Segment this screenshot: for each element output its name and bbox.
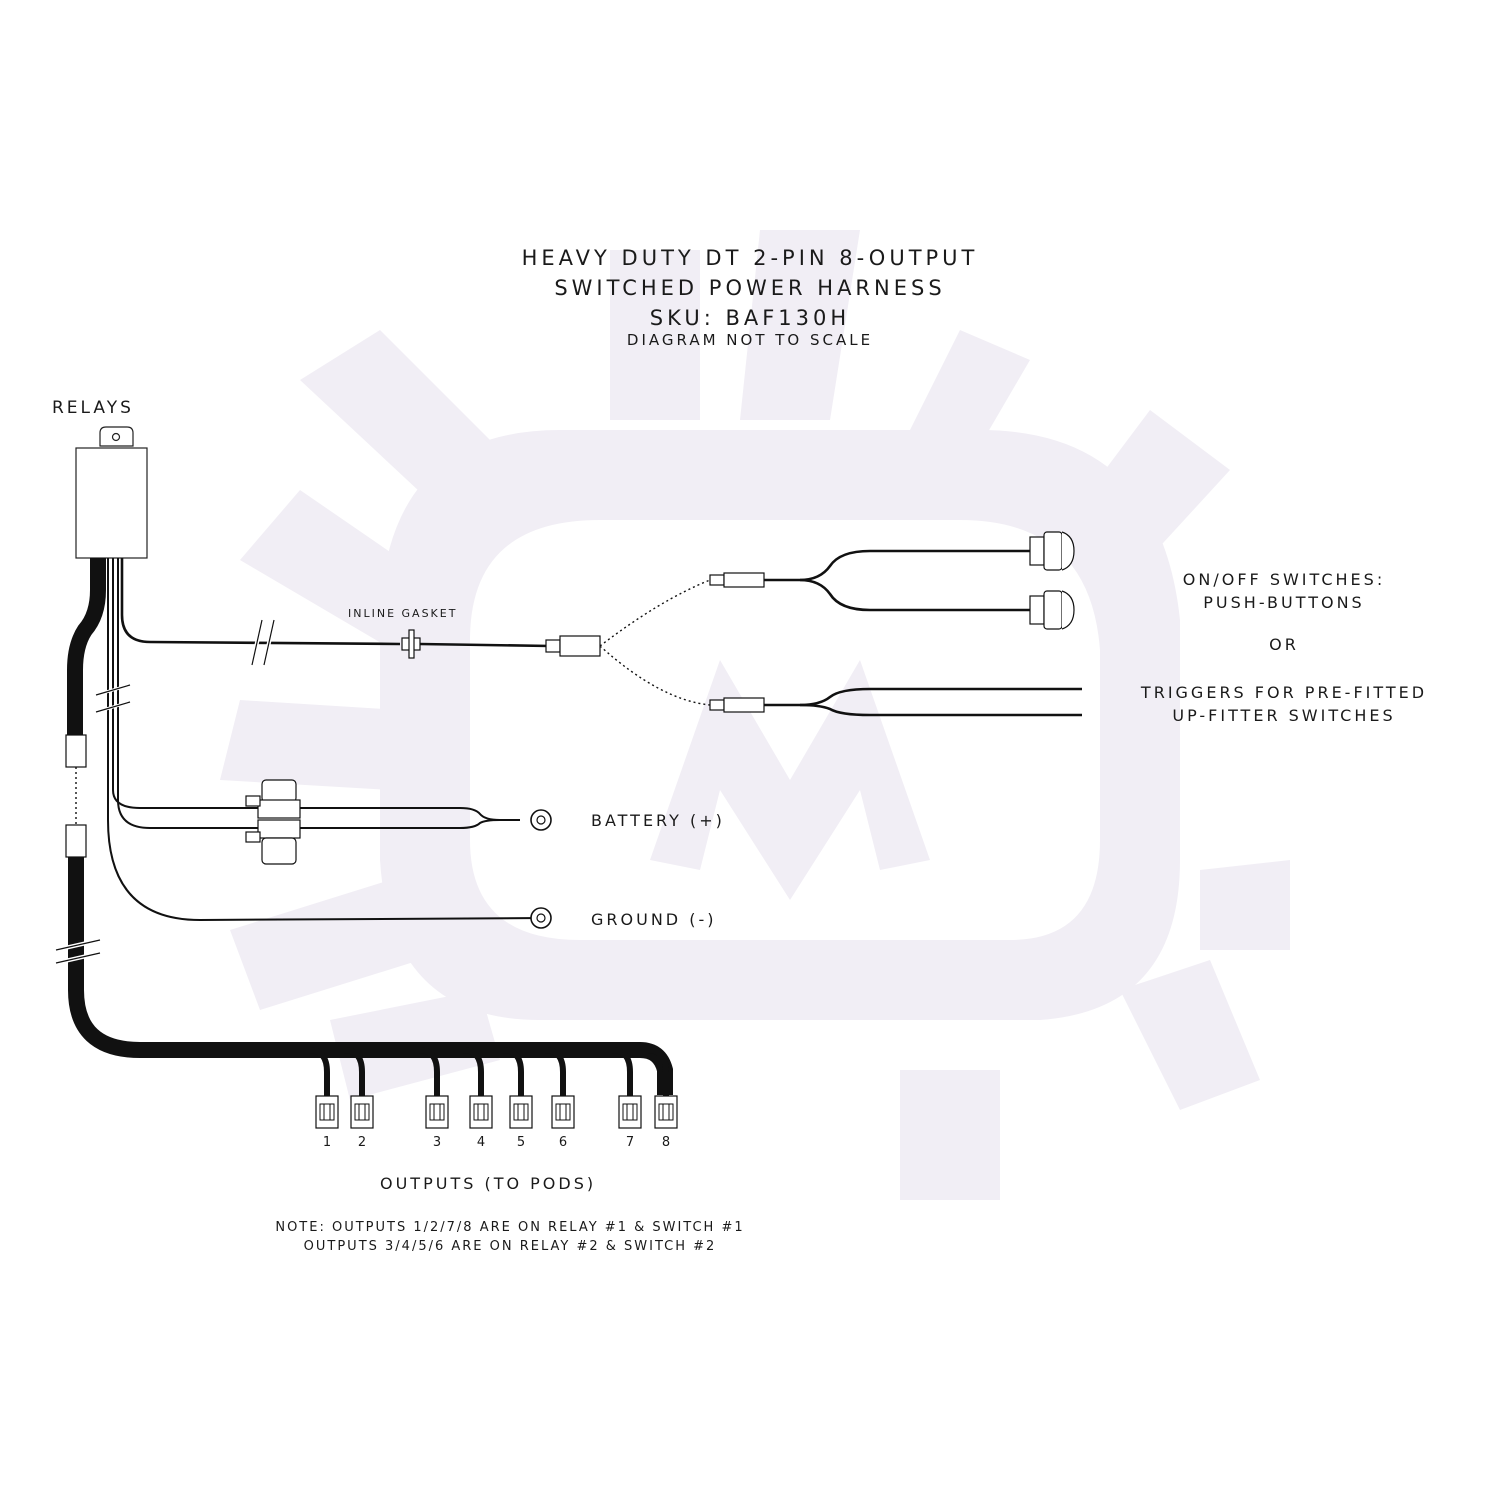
relay-wire-bundle <box>67 558 546 922</box>
or-label: OR <box>1269 635 1299 654</box>
inline-gasket-label: INLINE GASKET <box>348 607 458 620</box>
output-connector-1 <box>308 1047 339 1129</box>
switches-label-2: PUSH-BUTTONS <box>1203 593 1365 612</box>
title-line-1: HEAVY DUTY DT 2-PIN 8-OUTPUT <box>521 246 979 270</box>
title-line-2: SWITCHED POWER HARNESS <box>554 276 946 300</box>
output-connector-2 <box>343 1047 374 1129</box>
output-number-6: 6 <box>558 1135 568 1150</box>
fuse-holders <box>245 779 301 865</box>
output-number-8: 8 <box>661 1135 671 1150</box>
outputs-label: OUTPUTS (TO PODS) <box>380 1174 597 1193</box>
title-line-3: SKU: BAF130H <box>649 306 851 330</box>
output-number-2: 2 <box>357 1135 367 1150</box>
ground-label: GROUND (-) <box>591 910 717 929</box>
output-connector-5 <box>502 1047 533 1129</box>
output-number-1: 1 <box>322 1135 332 1150</box>
ground-terminal <box>530 907 552 929</box>
output-number-3: 3 <box>432 1135 442 1150</box>
push-button-icon <box>1029 531 1075 630</box>
output-connector-8 <box>647 1047 678 1129</box>
output-number-7: 7 <box>625 1135 635 1150</box>
output-connector-7 <box>611 1047 642 1129</box>
relay-box <box>75 426 148 559</box>
watermark-logo <box>220 230 1290 1200</box>
triggers-label-2: UP-FITTER SWITCHES <box>1172 706 1396 725</box>
battery-terminal <box>459 807 552 831</box>
note-line-1: NOTE: OUTPUTS 1/2/7/8 ARE ON RELAY #1 & … <box>275 1220 745 1235</box>
switch-harness <box>401 531 1082 717</box>
outputs-layer <box>308 1047 678 1129</box>
output-connector-3 <box>418 1047 449 1129</box>
relays-label: RELAYS <box>52 398 134 418</box>
title-subtitle: DIAGRAM NOT TO SCALE <box>626 331 874 349</box>
battery-label: BATTERY (+) <box>591 811 725 830</box>
output-number-4: 4 <box>476 1135 486 1150</box>
output-connector-6 <box>544 1047 575 1129</box>
triggers-label-1: TRIGGERS FOR PRE-FITTED <box>1140 683 1428 702</box>
note-line-2: OUTPUTS 3/4/5/6 ARE ON RELAY #2 & SWITCH… <box>303 1239 717 1254</box>
switches-label-1: ON/OFF SWITCHES: <box>1182 570 1386 589</box>
output-connector-4 <box>462 1047 493 1129</box>
output-number-5: 5 <box>516 1135 526 1150</box>
